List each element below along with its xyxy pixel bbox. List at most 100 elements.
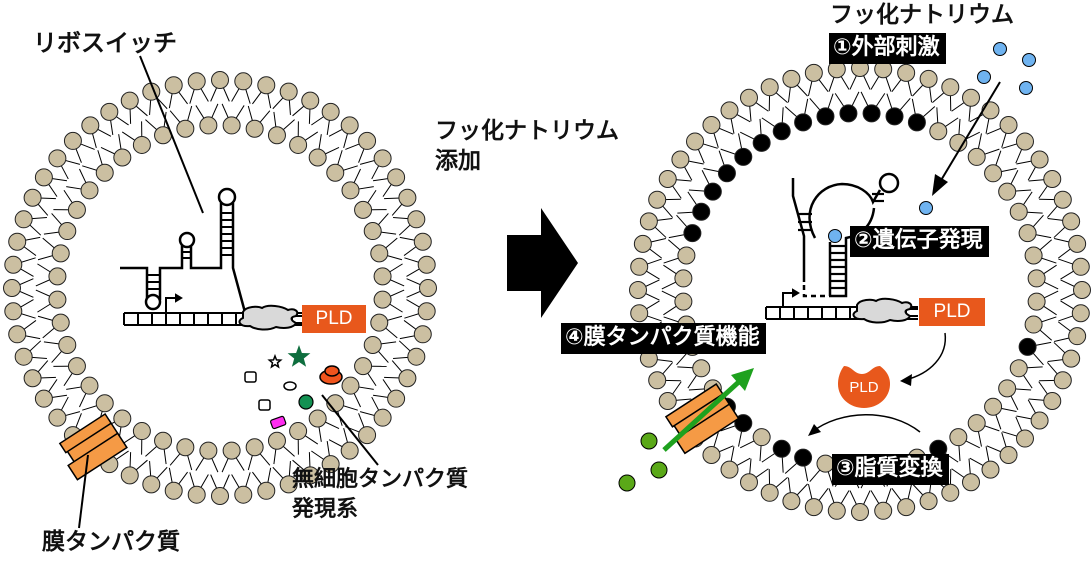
lipid-head <box>1000 446 1017 463</box>
converted-lipid-head <box>735 148 752 165</box>
green-star-icon <box>288 345 311 367</box>
lipid-head <box>24 370 41 387</box>
lipid-head <box>920 493 937 510</box>
lipid-head <box>753 429 770 446</box>
step-text: 膜タンパク質機能 <box>584 325 760 350</box>
lipid-head <box>805 499 822 516</box>
lipid-head <box>982 461 999 478</box>
pld-flow-arrow <box>905 333 945 380</box>
lipid-head <box>418 303 435 320</box>
lipid-head <box>121 467 138 484</box>
lipid-head <box>81 377 98 394</box>
lipid-head <box>982 102 999 119</box>
green-circle-icon <box>299 395 313 409</box>
lipid-head <box>1072 305 1089 322</box>
lipid-head <box>355 358 372 375</box>
lipid-head <box>693 360 710 377</box>
lipid-head <box>258 77 275 94</box>
lipid-head <box>852 504 869 521</box>
lipid-head <box>721 102 738 119</box>
lipid-head <box>1054 191 1071 208</box>
lipid-head <box>155 432 172 449</box>
step-text: 脂質変換 <box>855 456 943 481</box>
lipid-head <box>1016 133 1033 150</box>
lipid-head <box>649 191 666 208</box>
converted-lipid-head <box>886 108 903 125</box>
lipid-head <box>35 169 52 186</box>
lipid-head <box>920 70 937 87</box>
lipid-head <box>388 390 405 407</box>
lipid-head <box>309 149 326 166</box>
white-oval-icon <box>284 382 296 390</box>
lipid-head <box>631 305 648 322</box>
lipid-head <box>930 123 947 140</box>
riboswitch-label: リボスイッチ <box>33 30 177 58</box>
magenta-pill-icon <box>270 416 286 429</box>
lipid-head <box>121 92 138 109</box>
lipid-head <box>703 446 720 463</box>
pld-gene-box: PLD <box>302 305 366 333</box>
lipid-head <box>968 415 985 432</box>
lipid-head <box>342 182 359 199</box>
lipid-head <box>408 348 425 365</box>
step-number: ① <box>833 35 852 60</box>
lipid-head <box>1044 171 1061 188</box>
lipid-head <box>1000 117 1017 134</box>
converted-lipid-head <box>795 114 812 131</box>
lipid-head <box>68 201 85 218</box>
promoter-arrow-icon <box>166 295 181 312</box>
lipid-head <box>359 427 376 444</box>
lipid-head <box>950 429 967 446</box>
lipid-head <box>223 442 240 459</box>
lipid-head <box>374 268 391 285</box>
lipid-head <box>1028 293 1045 310</box>
lipid-head <box>268 127 285 144</box>
lipid-head <box>968 148 985 165</box>
lipid-head <box>1016 430 1033 447</box>
lipid-head <box>96 164 113 181</box>
lipid-head <box>341 442 358 459</box>
lipid-conversion-arrow <box>812 415 920 432</box>
lipid-head <box>408 211 425 228</box>
lipid-head <box>342 377 359 394</box>
step-4-membrane-protein-function: ④膜タンパク質機能 <box>561 323 766 354</box>
lipid-head <box>68 358 85 375</box>
converted-lipid-head <box>773 123 790 140</box>
lipid-head <box>49 150 66 167</box>
naf-addition-label-line2: 添加 <box>435 148 481 174</box>
lipid-head <box>49 268 66 285</box>
lipid-head <box>371 245 388 262</box>
lipid-head <box>223 117 240 134</box>
lipid-head <box>246 120 263 137</box>
lipid-head <box>1069 328 1086 345</box>
right-vesicle <box>630 60 1091 521</box>
lipid-head <box>133 423 150 440</box>
lipid-head <box>200 442 217 459</box>
lipid-head <box>165 482 182 499</box>
lipid-head <box>805 64 822 81</box>
white-square-icon <box>245 372 256 382</box>
ribosome-icon-right <box>853 299 911 323</box>
lipid-head <box>15 211 32 228</box>
lipid-head <box>1069 235 1086 252</box>
transition-arrow-icon <box>507 208 578 318</box>
lipid-head <box>290 423 307 440</box>
lipid-head <box>52 245 69 262</box>
lipid-head <box>399 189 416 206</box>
lipid-head <box>212 488 229 505</box>
orange-protein-icon <box>320 366 342 384</box>
ribosome-icon <box>239 306 297 330</box>
lipid-head <box>898 64 915 81</box>
promoter-arrow-icon-right <box>783 290 798 307</box>
lipid-head <box>1031 412 1048 429</box>
substrate-molecules <box>619 433 667 491</box>
lipid-head <box>96 395 113 412</box>
lipid-head <box>761 79 778 96</box>
lipid-head <box>942 484 959 501</box>
lipid-head <box>898 499 915 516</box>
lipid-head <box>4 280 21 297</box>
lipid-head <box>341 117 358 134</box>
lipid-head <box>630 282 647 299</box>
lipid-head <box>634 235 651 252</box>
